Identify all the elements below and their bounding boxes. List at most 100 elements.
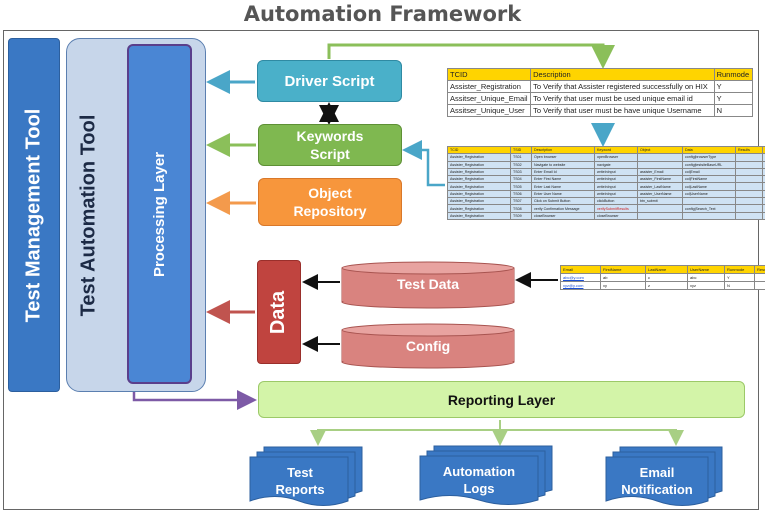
table-cell: TS02 bbox=[510, 160, 532, 169]
table-header-cell: Runmode bbox=[713, 68, 754, 81]
table-header-cell: TSID bbox=[510, 145, 532, 155]
processing-layer: Processing Layer bbox=[127, 44, 192, 384]
driver-script: Driver Script bbox=[257, 60, 402, 102]
table-cell: config|browserType bbox=[682, 153, 736, 162]
table-cell bbox=[637, 160, 683, 169]
object-repository: Object Repository bbox=[258, 178, 402, 226]
table-header-cell: Runmode bbox=[724, 265, 755, 274]
table-cell bbox=[735, 160, 763, 169]
table-cell: assister_Email bbox=[637, 167, 683, 177]
table-cell: col|UserName bbox=[682, 189, 736, 199]
test-automation-tool-label: Test Automation Tool bbox=[77, 114, 100, 316]
table-cell: closeBrowser bbox=[594, 211, 638, 220]
config-label: Config bbox=[405, 338, 451, 354]
table-cell bbox=[735, 204, 763, 213]
table-cell: Enter User Name bbox=[531, 189, 595, 199]
table-cell: col|FirstName bbox=[682, 175, 736, 184]
table-cell: Assister_Registration bbox=[447, 153, 511, 162]
processing-layer-label: Processing Layer bbox=[151, 151, 168, 277]
table-header-cell: Object bbox=[637, 145, 683, 155]
table-cell bbox=[637, 153, 683, 162]
diagram-title: Automation Framework bbox=[243, 2, 522, 26]
table-cell: xyz@y.com bbox=[560, 281, 601, 290]
table-cell: Assister_Registration bbox=[447, 175, 511, 184]
table-cell: TS07 bbox=[510, 197, 532, 206]
table-cell: Assister_Registration bbox=[447, 189, 511, 199]
table-cell: Y bbox=[724, 273, 755, 282]
table-cell: config|testsiteBaseURL bbox=[682, 160, 736, 169]
table-cell bbox=[735, 167, 763, 177]
table-cell bbox=[735, 211, 763, 220]
table-cell: N bbox=[713, 104, 754, 117]
keywords-script: Keywords Script bbox=[258, 124, 402, 166]
table-cell bbox=[735, 153, 763, 162]
table-cell: navigate bbox=[594, 160, 638, 169]
table-header-cell: TCID bbox=[446, 68, 532, 81]
table-cell: TS04 bbox=[510, 175, 532, 184]
table-cell: TS05 bbox=[510, 182, 532, 191]
table-header-cell: Description bbox=[530, 68, 715, 81]
keywords-script-label: Keywords Script bbox=[296, 128, 364, 162]
table-cell: TS08 bbox=[510, 204, 532, 213]
table-cell: Assister_Registration bbox=[447, 167, 511, 177]
table-cell: Enter Email Id bbox=[531, 167, 595, 177]
reporting-layer-label: Reporting Layer bbox=[447, 391, 556, 408]
table-cell: writeInInput bbox=[594, 175, 638, 184]
automation-logs-label: Automation Logs bbox=[420, 463, 538, 497]
table-cell: Assister_Registration bbox=[447, 204, 511, 213]
table-cell bbox=[735, 175, 763, 184]
data-label: Data bbox=[267, 290, 290, 334]
table-cell: openBrowser bbox=[594, 153, 638, 162]
table-cell: verifySubmitResults bbox=[594, 204, 638, 213]
table-cell: Assitser_Unique_Email bbox=[446, 92, 532, 105]
table-cell: verify Confirmation Message bbox=[531, 204, 595, 213]
table-header-cell: UserName bbox=[687, 265, 725, 274]
test-automation-tool-label-wrap: Test Automation Tool bbox=[66, 38, 112, 392]
test-data-label: Test Data bbox=[397, 276, 459, 292]
data-box: Data bbox=[257, 260, 301, 364]
table-cell: Assitser_Unique_User bbox=[446, 104, 532, 117]
table-cell: TS03 bbox=[510, 167, 532, 177]
test-reports-doc bbox=[249, 446, 363, 506]
table-cell: TS06 bbox=[510, 189, 532, 199]
table-cell: TS09 bbox=[510, 211, 532, 220]
table-cell: closeBrowser bbox=[531, 211, 595, 220]
table-cell: xy bbox=[600, 281, 646, 290]
table-header-cell: FirstName bbox=[600, 265, 646, 274]
reporting-fanout bbox=[310, 420, 684, 446]
config-cylinder bbox=[341, 323, 515, 369]
table-cell: writeInInput bbox=[594, 167, 638, 177]
table-cell: abc bbox=[687, 273, 725, 282]
table-header-cell: Keyword bbox=[594, 145, 638, 155]
email-notification-doc bbox=[605, 446, 723, 506]
table-cell: N bbox=[724, 281, 755, 290]
table-cell bbox=[735, 189, 763, 199]
object-repository-label: Object Repository bbox=[293, 185, 367, 219]
reporting-layer: Reporting Layer bbox=[258, 381, 745, 418]
test-data-cylinder bbox=[341, 261, 515, 309]
table-cell: assister_FirstName bbox=[637, 175, 683, 184]
test-management-tool: Test Management Tool bbox=[8, 38, 60, 392]
table-cell: Click on Submit Button bbox=[531, 197, 595, 206]
email-notification-label: Email Notification bbox=[606, 464, 708, 498]
table-cell bbox=[637, 211, 683, 220]
table-cell: abc@y.com bbox=[560, 273, 601, 282]
arrow-keywordtable-to-keywords bbox=[402, 140, 445, 187]
table-header-cell: Description bbox=[531, 145, 595, 155]
table-cell: xyz bbox=[687, 281, 725, 290]
